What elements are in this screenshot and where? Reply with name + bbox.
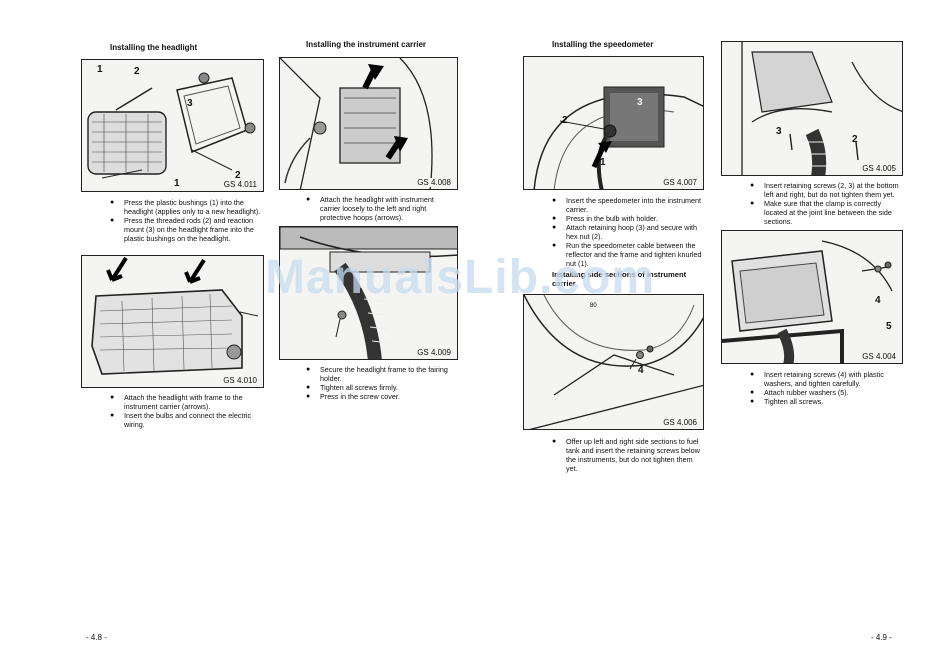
figure-gs-4007: 3 2 1 GS 4.007 (523, 56, 704, 190)
figure-code: GS 4.010 (221, 376, 259, 385)
bullet-list: Insert the speedometer into the instrume… (552, 196, 704, 268)
figure-gs-4009: GS 4.009 (279, 226, 458, 360)
figure-gs-4008: GS 4.008 (279, 57, 458, 190)
bullet-list: Press the plastic bushings (1) into the … (110, 198, 262, 243)
watermark: ManualsLib.com (265, 251, 656, 304)
bullet-list: Attach the headlight with instrument car… (306, 195, 456, 222)
bullet-list: Attach the headlight with frame to the i… (110, 393, 262, 429)
list-item: Insert retaining screws (4) with plastic… (750, 370, 904, 388)
page-number: - 4.9 - (871, 633, 892, 642)
list-item: Secure the headlight frame to the fairin… (306, 365, 456, 383)
list-item: Press the plastic bushings (1) into the … (110, 198, 262, 216)
list-item: Tighten all screws firmly. (306, 383, 456, 392)
bullet-list: Insert retaining screws (4) with plastic… (750, 370, 904, 406)
figure-gs-4010: GS 4.010 (81, 255, 264, 388)
figure-code: GS 4.009 (415, 348, 453, 357)
list-item: Insert the bulbs and connect the electri… (110, 411, 262, 429)
list-item: Insert retaining screws (2, 3) at the bo… (750, 181, 904, 199)
list-item: Offer up left and right side sections to… (552, 437, 704, 473)
headlight-frame-drawing (87, 72, 256, 179)
figure-code: GS 4.004 (860, 352, 898, 361)
speedometer-drawing (533, 86, 703, 189)
list-item: Attach the headlight with frame to the i… (110, 393, 262, 411)
heading-installing-headlight: Installing the headlight (110, 43, 198, 52)
list-item: Make sure that the clamp is correctly lo… (750, 199, 904, 226)
callout-3: 3 (776, 126, 782, 137)
figure-gs-4006: 80 4 GS 4.006 (523, 294, 704, 430)
figure-gs-4004: 4 5 GS 4.004 (721, 230, 903, 364)
list-item: Attach retaining hoop (3) and secure wit… (552, 223, 704, 241)
rubber-washers-drawing (722, 240, 893, 363)
bullet-list: Offer up left and right side sections to… (552, 437, 704, 473)
callout-1: 1 (174, 178, 180, 189)
list-item: Insert the speedometer into the instrume… (552, 196, 704, 214)
figure-code: GS 4.007 (661, 178, 699, 187)
callout-3: 3 (637, 97, 643, 108)
retaining-screws-drawing (741, 42, 902, 175)
figure-code: GS 4.006 (661, 418, 699, 427)
bullet-list: Insert retaining screws (2, 3) at the bo… (750, 181, 904, 226)
callout-1: 1 (600, 157, 606, 168)
callout-4: 4 (638, 365, 644, 376)
list-item: Tighten all screws. (750, 397, 904, 406)
list-item: Run the speedometer cable between the re… (552, 241, 704, 268)
callout-2: 2 (852, 134, 858, 145)
list-item: Press in the screw cover. (306, 392, 456, 401)
headlight-mounted-drawing (91, 256, 259, 375)
callout-3: 3 (187, 98, 193, 109)
callout-4: 4 (875, 295, 881, 306)
figure-code: GS 4.005 (860, 164, 898, 173)
figure-gs-4005: 3 2 GS 4.005 (721, 41, 903, 176)
callout-2: 2 (562, 115, 568, 126)
list-item: Press the threaded rods (2) and reaction… (110, 216, 262, 243)
fairing-holder-drawing (280, 227, 457, 359)
instrument-carrier-drawing (280, 58, 433, 189)
list-item: Attach the headlight with instrument car… (306, 195, 456, 222)
figure-code: GS 4.011 (221, 180, 259, 189)
callout-1: 1 (97, 64, 103, 75)
callout-5: 5 (886, 321, 892, 332)
list-item: Press in the bulb with holder. (552, 214, 704, 223)
figure-gs-4011: 1 2 3 2 1 GS 4.011 (81, 59, 264, 192)
callout-2: 2 (235, 170, 241, 181)
figure-code: GS 4.008 (415, 178, 453, 187)
side-section-drawing: 80 (524, 295, 703, 429)
heading-installing-speedometer: Installing the speedometer (552, 40, 654, 49)
page-number: - 4.8 - (86, 633, 107, 642)
svg-text:80: 80 (590, 303, 597, 309)
list-item: Attach rubber washers (5). (750, 388, 904, 397)
subheading-side-sections: Installing side sections of instrument c… (552, 270, 687, 288)
bullet-list: Secure the headlight frame to the fairin… (306, 365, 456, 401)
callout-2: 2 (134, 66, 140, 77)
heading-installing-instrument-carrier: Installing the instrument carrier (306, 40, 427, 49)
